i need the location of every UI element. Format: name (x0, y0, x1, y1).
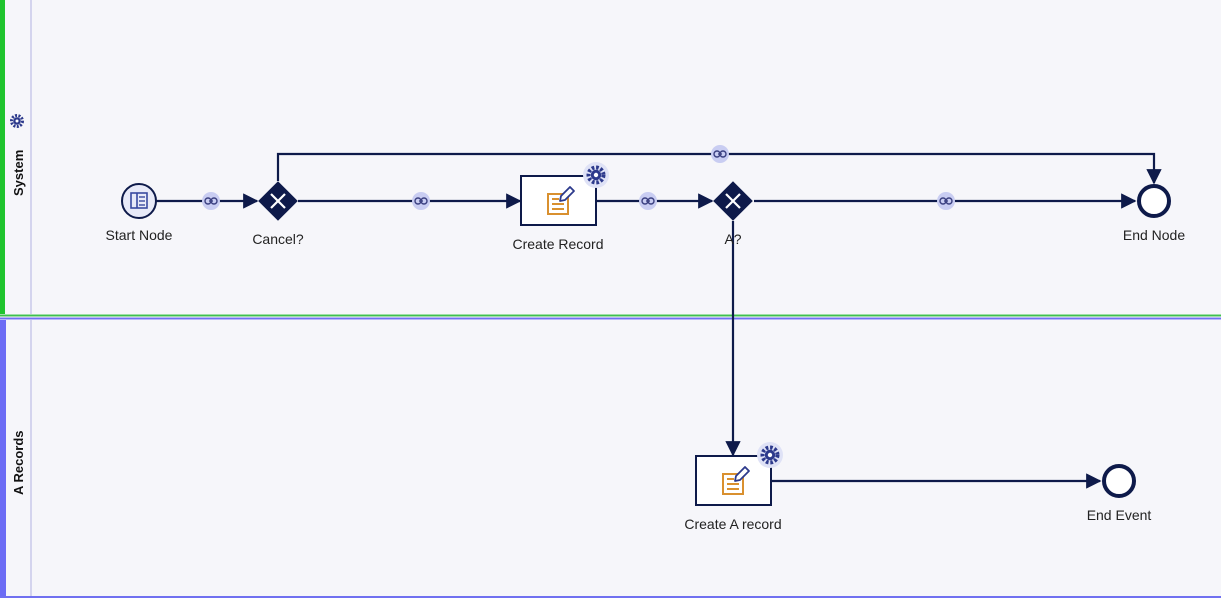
node-label: Create Record (512, 236, 603, 252)
lane-system[interactable]: System (0, 0, 1221, 314)
gateway-a[interactable]: A? (713, 181, 753, 247)
list-icon (130, 192, 148, 209)
x-icon (725, 193, 741, 209)
node-label: Create A record (684, 516, 781, 532)
node-label: End Event (1087, 507, 1152, 523)
lane-label: System (11, 150, 26, 196)
gateway-cancel[interactable]: Cancel? (252, 181, 304, 247)
node-label: Start Node (106, 227, 173, 243)
start-node[interactable]: Start Node (106, 183, 173, 243)
task-create-record[interactable]: Create Record (512, 162, 609, 252)
gear-icon[interactable] (10, 114, 24, 128)
x-icon (270, 193, 286, 209)
link-icon[interactable] (201, 191, 221, 211)
node-label: Cancel? (252, 231, 304, 247)
link-icon[interactable] (638, 191, 658, 211)
end-event[interactable]: End Event (1087, 464, 1152, 523)
link-icon[interactable] (710, 144, 730, 164)
link-icon[interactable] (936, 191, 956, 211)
link-icon[interactable] (411, 191, 431, 211)
node-label: A? (724, 231, 741, 247)
lane-a-records[interactable]: A Records (0, 320, 1221, 596)
lane-label: A Records (11, 430, 26, 495)
node-label: End Node (1123, 227, 1185, 243)
end-node[interactable]: End Node (1123, 184, 1185, 243)
task-create-a-record[interactable]: Create A record (684, 442, 783, 532)
